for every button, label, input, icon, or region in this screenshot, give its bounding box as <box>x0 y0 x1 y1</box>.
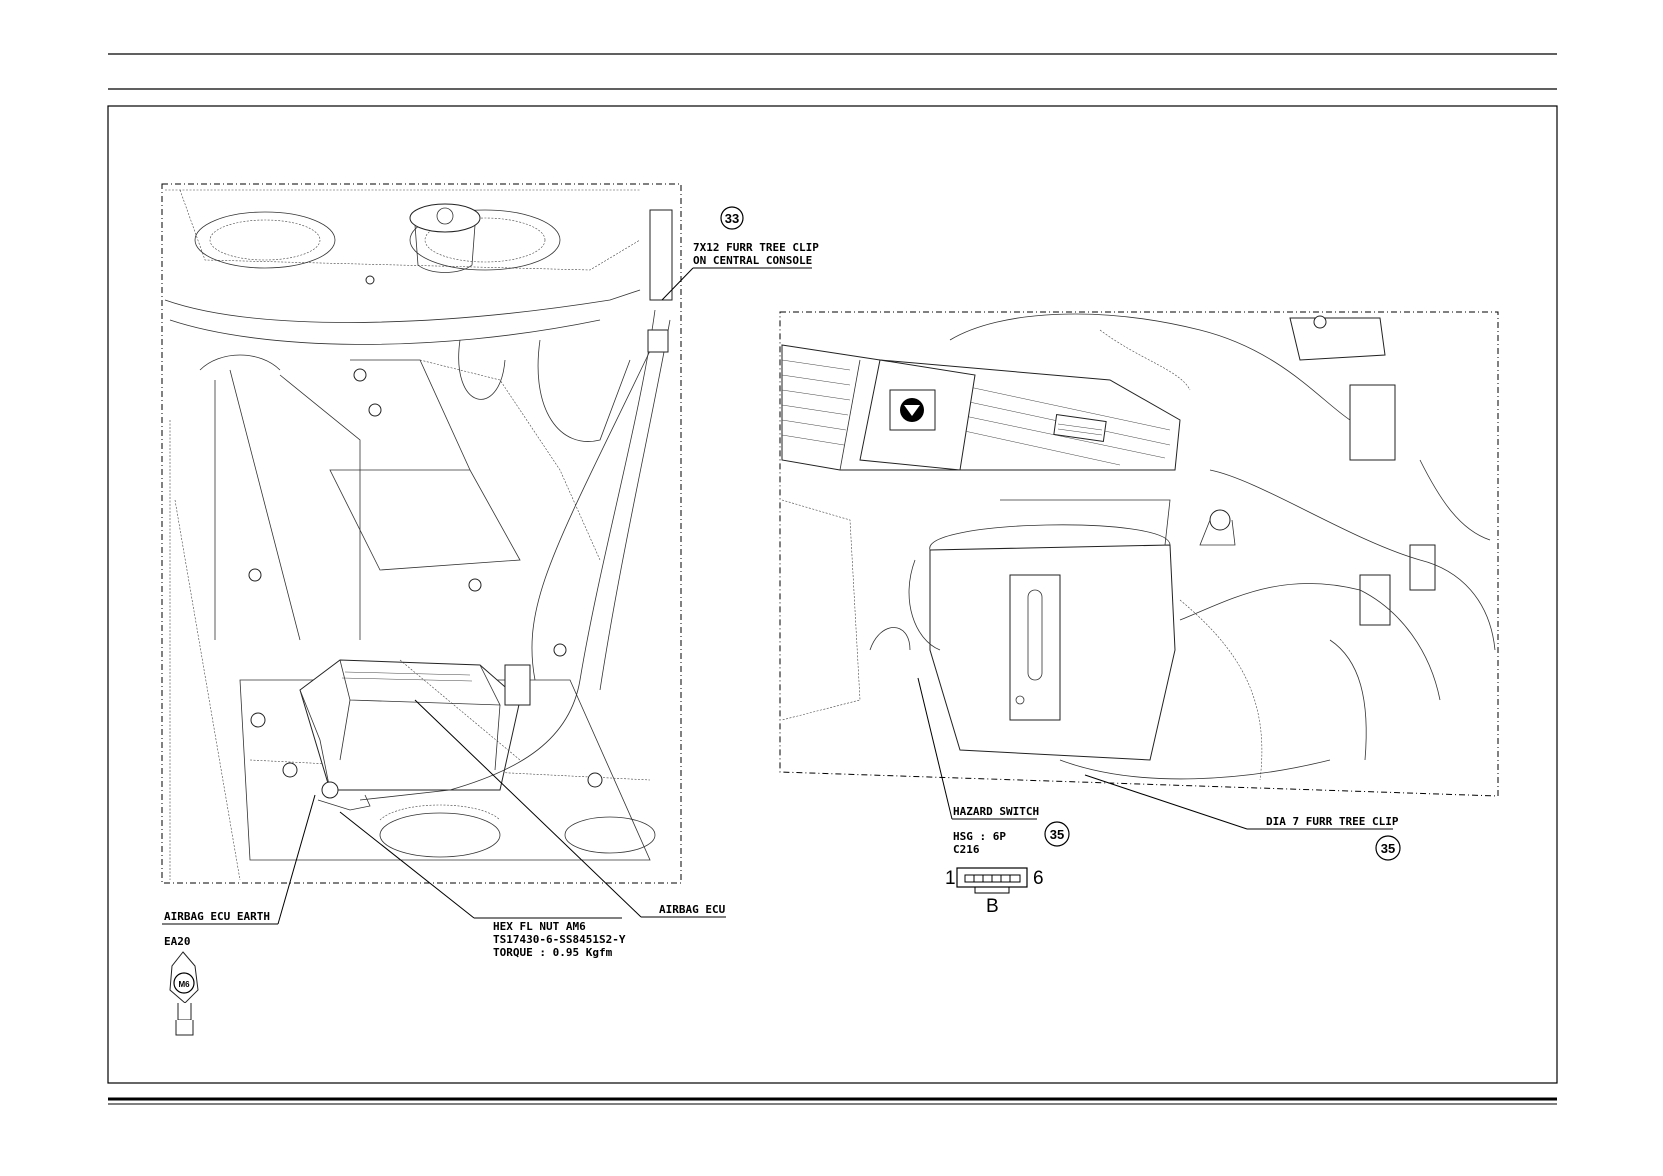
connector-pin-first: 1 <box>945 868 956 889</box>
airbag-ecu-callout: AIRBAG ECU <box>414 699 726 918</box>
ring-terminal-icon: M6 <box>169 951 199 1036</box>
connector-code-label: C216 <box>953 843 980 856</box>
balloon-number: 35 <box>1381 841 1395 856</box>
hex-nut-label-line3: TORQUE : 0.95 Kgfm <box>493 946 613 959</box>
airbag-ecu-earth-callout: AIRBAG ECU EARTH EA20 M6 <box>162 794 316 1036</box>
callout-balloon-35: 35 <box>1375 835 1401 861</box>
hex-nut-callout: HEX FL NUT AM6 TS17430-6-SS8451S2-Y TORQ… <box>339 811 626 959</box>
right-view: HAZARD SWITCH HSG : 6P C216 35 1 6 B <box>779 311 1499 917</box>
dia7-clip-callout: DIA 7 FURR TREE CLIP <box>1084 774 1399 830</box>
hazard-switch-label: HAZARD SWITCH <box>953 805 1039 818</box>
dia7-clip-label: DIA 7 FURR TREE CLIP <box>1266 815 1399 828</box>
furr-tree-clip-label-line2: ON CENTRAL CONSOLE <box>693 254 812 267</box>
balloon-number: 35 <box>1050 827 1064 842</box>
furr-tree-clip-callout: 7X12 FURR TREE CLIP ON CENTRAL CONSOLE <box>661 241 819 301</box>
hazard-triangle-icon <box>900 398 924 422</box>
hex-nut-label-line2: TS17430-6-SS8451S2-Y <box>493 933 626 946</box>
left-view-illustration <box>164 189 673 881</box>
airbag-ecu-label: AIRBAG ECU <box>659 903 726 916</box>
hazard-switch-callout: HAZARD SWITCH HSG : 6P C216 <box>917 677 1039 856</box>
furr-tree-clip-label-line1: 7X12 FURR TREE CLIP <box>693 241 819 254</box>
right-view-frame <box>779 311 1499 797</box>
connector-face-c216: 1 6 B <box>945 867 1044 917</box>
hex-nut-label-line1: HEX FL NUT AM6 <box>493 920 586 933</box>
callout-balloon-35: 35 <box>1044 821 1070 847</box>
hsg-label: HSG : 6P <box>953 830 1006 843</box>
balloon-number: 33 <box>725 211 739 226</box>
callout-balloon-33: 33 <box>720 206 744 230</box>
panel-hatching <box>781 359 1171 466</box>
m6-label: M6 <box>178 980 190 989</box>
connector-side-label: B <box>986 896 999 917</box>
left-view: 33 7X12 FURR TREE CLIP ON CENTRAL CONSOL… <box>161 183 819 1036</box>
connector-pin-last: 6 <box>1033 868 1044 889</box>
right-view-illustration <box>781 313 1496 781</box>
ea20-label: EA20 <box>164 935 191 948</box>
page-frame <box>107 53 1558 1105</box>
airbag-ecu-earth-label: AIRBAG ECU EARTH <box>164 910 270 923</box>
